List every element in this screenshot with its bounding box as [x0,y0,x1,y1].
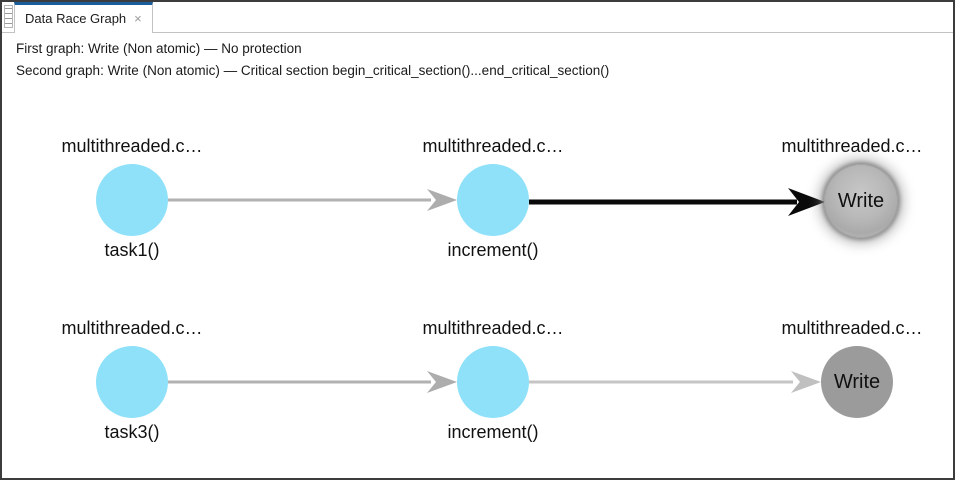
node-circle-task1[interactable] [96,164,168,236]
edge-increment-write-protected [529,371,821,393]
node-file-label: multithreaded.c… [781,136,923,156]
edge-task1-increment [168,189,457,211]
node-file-label: multithreaded.c… [422,136,564,156]
tab-strip: Data Race Graph × [2,2,953,33]
node-caption: increment() [447,422,539,442]
edge-task3-increment [168,371,457,393]
legend-line-2: Second graph: Write (Non atomic) — Criti… [16,63,610,78]
panel-drag-handle[interactable] [4,5,13,28]
arrowhead-icon [427,189,457,211]
legend-line-1: First graph: Write (Non atomic) — No pro… [16,41,302,56]
node-caption: increment() [447,240,539,260]
access-label: Write [833,370,881,393]
arrowhead-icon [788,188,825,216]
arrowhead-icon [427,371,457,393]
node-file-label: multithreaded.c… [422,318,564,338]
node-file-label: multithreaded.c… [61,136,203,156]
node-circle-task3[interactable] [96,346,168,418]
tab-close-icon[interactable]: × [134,10,142,26]
edge-increment-write-race [529,188,825,216]
node-circle-write-selected[interactable]: Write [824,164,898,238]
node-circle-increment-2[interactable] [457,346,529,418]
access-label: Write [837,189,885,212]
tab-data-race-graph[interactable]: Data Race Graph × [14,2,153,33]
node-caption: task3() [104,422,160,442]
node-file-label: multithreaded.c… [781,318,923,338]
node-caption: task1() [104,240,160,260]
node-circle-increment-1[interactable] [457,164,529,236]
graph-legend: First graph: Write (Non atomic) — No pro… [16,38,609,82]
node-file-label: multithreaded.c… [61,318,203,338]
node-circle-write-2[interactable]: Write [821,346,893,418]
arrowhead-icon [791,371,821,393]
tab-label: Data Race Graph [25,10,127,26]
